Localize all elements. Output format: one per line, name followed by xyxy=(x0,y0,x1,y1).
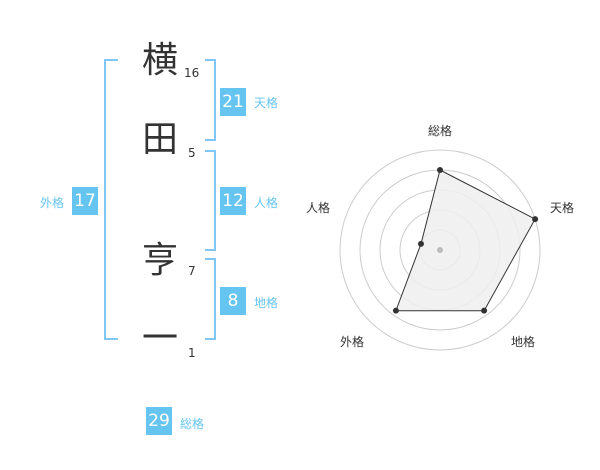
radar-label-chikaku: 地格 xyxy=(511,335,536,349)
chikaku-label: 地格 xyxy=(254,296,279,310)
radar-area xyxy=(395,169,536,312)
radar-ring xyxy=(339,149,541,351)
soukaku-value-badge: 29 xyxy=(146,407,172,435)
stroke-count-2: 5 xyxy=(188,146,196,160)
radar-point xyxy=(392,307,399,314)
name-char-1: 横 xyxy=(141,40,178,81)
tenkaku-label: 天格 xyxy=(254,96,279,110)
radar-point xyxy=(481,307,488,314)
radar-label-tenkaku: 天格 xyxy=(550,201,575,215)
chikaku-bracket xyxy=(205,258,216,340)
name-char-3: 亨 xyxy=(141,240,178,281)
radar-center-dot xyxy=(437,247,443,253)
stroke-count-1: 16 xyxy=(184,66,200,80)
gaikaku-value-badge: 17 xyxy=(72,187,98,215)
name-char-4: 一 xyxy=(141,318,178,359)
radar-label-jinkaku: 人格 xyxy=(306,201,331,215)
radar-points xyxy=(392,167,539,314)
chikaku-value-badge: 8 xyxy=(220,287,246,315)
name-char-2: 田 xyxy=(141,119,178,160)
tenkaku-bracket xyxy=(205,59,216,141)
radar-label-soukaku: 総格 xyxy=(428,124,453,138)
jinkaku-value-badge: 12 xyxy=(220,187,246,215)
jinkaku-bracket xyxy=(205,150,216,251)
tenkaku-value-badge: 21 xyxy=(220,88,246,116)
radar-point xyxy=(417,240,424,247)
radar-point xyxy=(437,167,443,173)
radar-point xyxy=(532,216,539,223)
radar-chart xyxy=(339,149,541,351)
jinkaku-label: 人格 xyxy=(254,196,279,210)
radar-label-gaikaku: 外格 xyxy=(340,335,365,349)
gaikaku-label: 外格 xyxy=(40,196,65,210)
stroke-count-4: 1 xyxy=(188,346,196,360)
stroke-count-3: 7 xyxy=(188,264,196,278)
gaikaku-bracket xyxy=(104,59,118,340)
soukaku-label: 総格 xyxy=(180,417,205,431)
